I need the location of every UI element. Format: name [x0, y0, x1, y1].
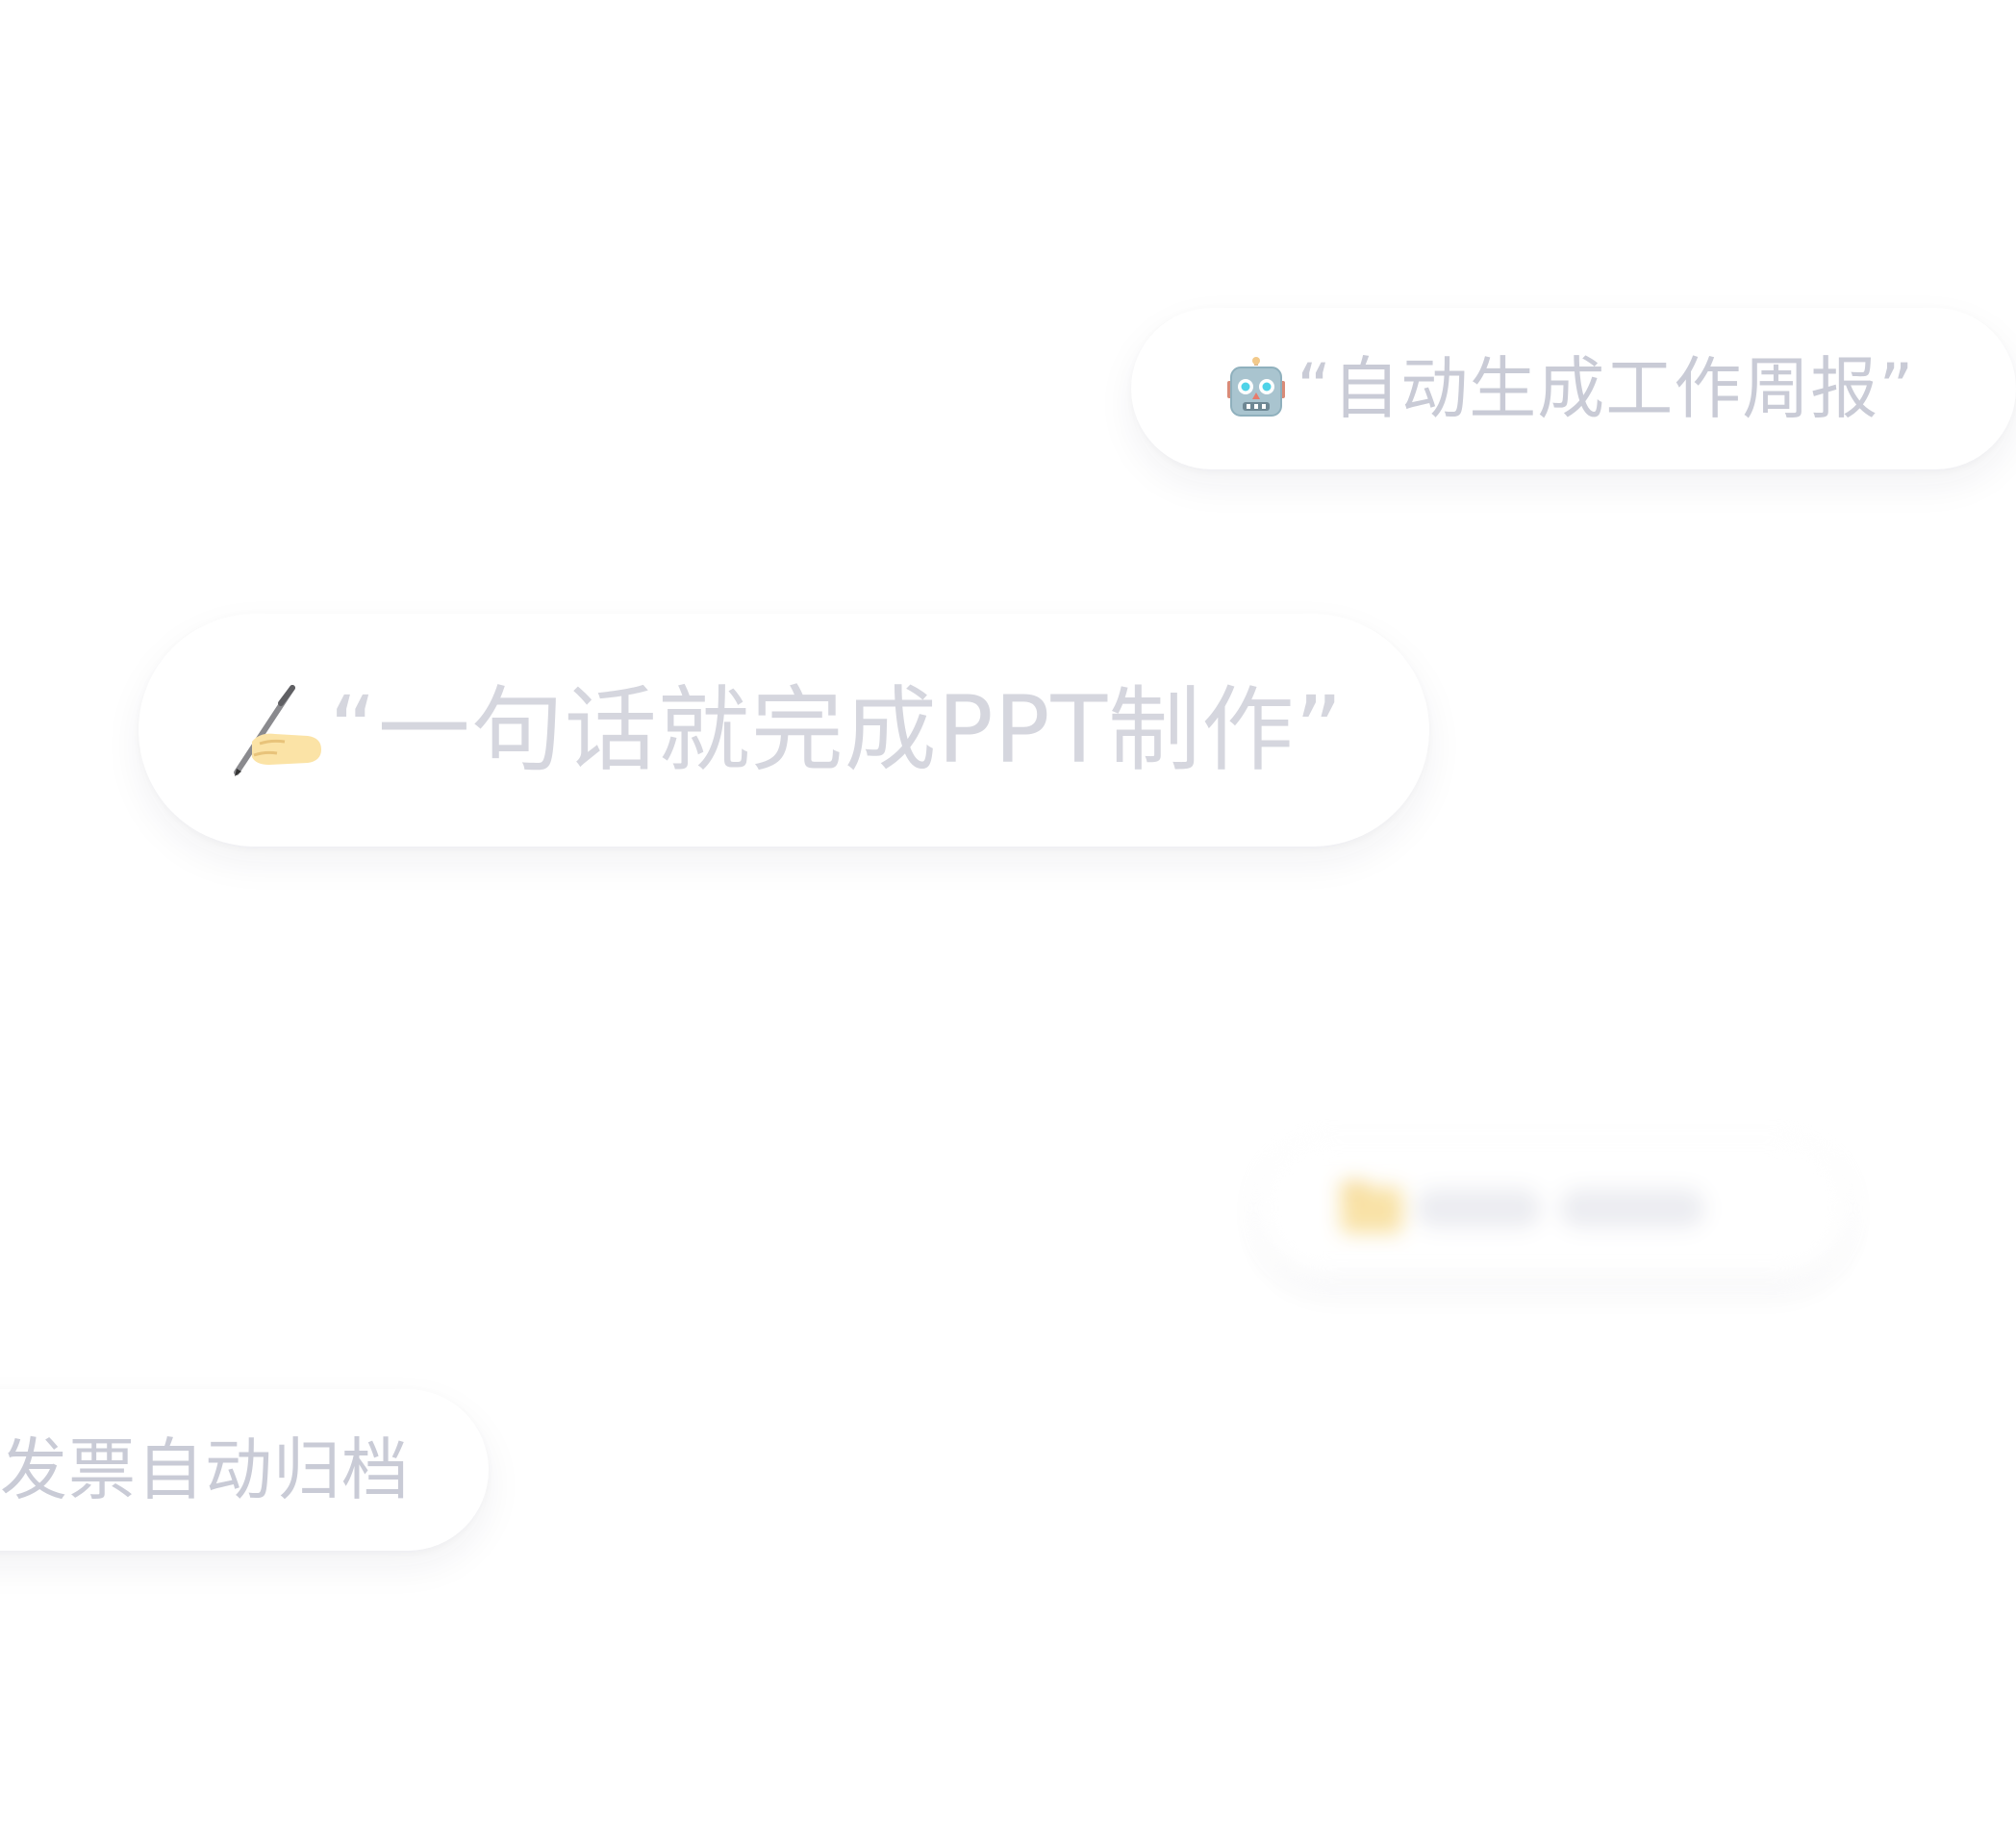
suggestion-label: “一句话就完成PPT制作”	[329, 676, 1344, 784]
folder-icon	[1337, 1174, 1406, 1243]
suggestion-pill-weekly-report[interactable]: “自动生成工作周报”	[1131, 308, 2016, 469]
suggestion-pill-ppt[interactable]: “一句话就完成PPT制作”	[139, 614, 1429, 847]
robot-face-icon	[1223, 356, 1289, 421]
suggestion-pill-blurred[interactable]	[1260, 1141, 1847, 1276]
suggestion-placeholder-bar	[1416, 1189, 1541, 1227]
suggestion-pill-invoice[interactable]: 发票自动归档	[0, 1389, 489, 1551]
writing-hand-icon	[231, 684, 323, 776]
suggestion-placeholder-bar	[1560, 1189, 1704, 1227]
suggestion-label: 发票自动归档	[0, 1430, 410, 1509]
suggestion-label: “自动生成工作周报”	[1297, 349, 1915, 428]
